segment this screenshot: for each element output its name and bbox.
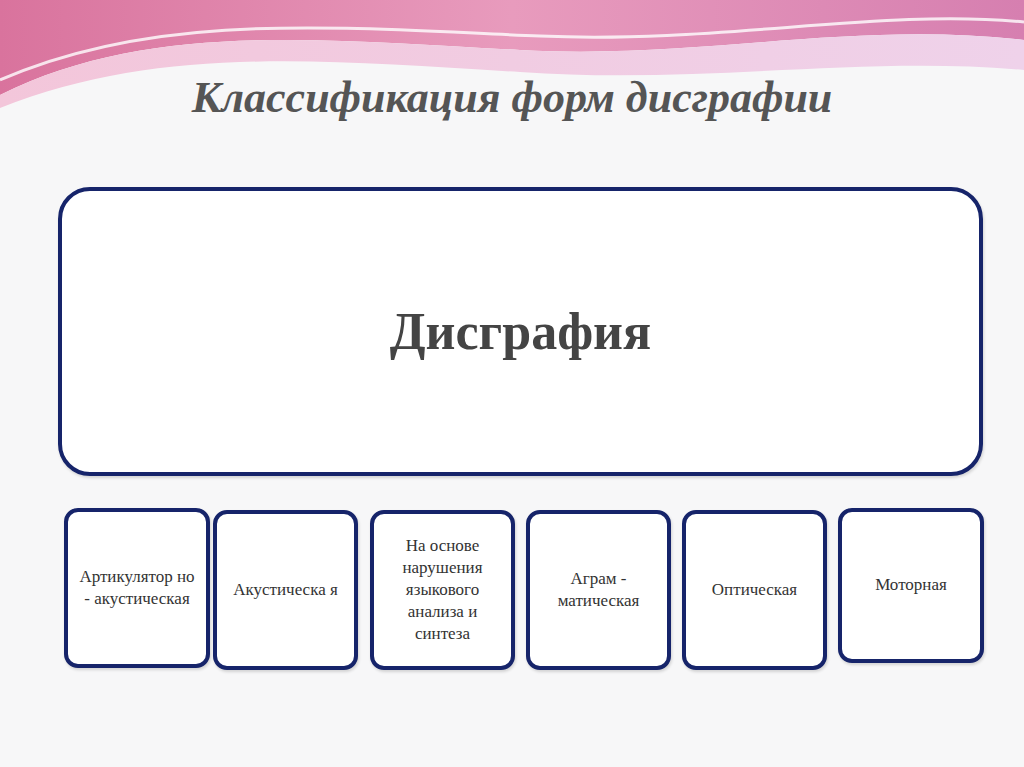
category-label: Аграм - матическая bbox=[538, 568, 659, 612]
category-box: На основе нарушения языкового анализа и … bbox=[370, 510, 515, 670]
category-box: Акустическа я bbox=[213, 510, 358, 670]
slide-title: Классификация форм дисграфии bbox=[0, 72, 1024, 123]
category-box: Аграм - матическая bbox=[526, 510, 671, 670]
category-label: Оптическая bbox=[712, 579, 797, 601]
category-label: Акустическа я bbox=[233, 579, 338, 601]
category-label: Артикулятор но - акустическая bbox=[76, 566, 198, 610]
main-box: Дисграфия bbox=[58, 187, 983, 476]
main-label: Дисграфия bbox=[390, 302, 651, 361]
category-box: Моторная bbox=[838, 508, 984, 663]
category-box: Артикулятор но - акустическая bbox=[64, 508, 210, 668]
category-label: На основе нарушения языкового анализа и … bbox=[382, 535, 503, 645]
category-label: Моторная bbox=[875, 574, 947, 596]
category-box: Оптическая bbox=[682, 510, 827, 670]
